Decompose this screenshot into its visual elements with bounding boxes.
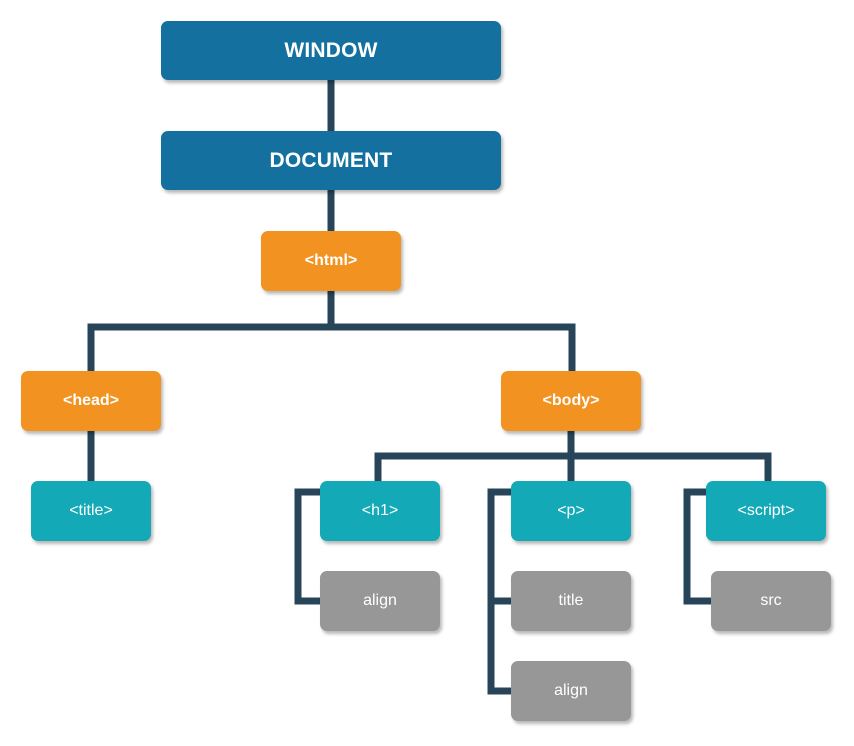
script-node: <script> — [706, 481, 826, 541]
p-align-attribute: align — [511, 661, 631, 721]
connector-html-head-body — [87, 290, 576, 371]
connector-p-attributes — [487, 488, 512, 695]
document-node: DOCUMENT — [161, 131, 501, 190]
html-node: <html> — [261, 231, 401, 291]
title-element-node: <title> — [31, 481, 151, 541]
h1-align-attribute: align — [320, 571, 440, 631]
p-title-attribute: title — [511, 571, 631, 631]
window-node: WINDOW — [161, 21, 501, 80]
connector-h1-attributes — [294, 488, 322, 605]
connector-body-children — [374, 430, 772, 482]
body-node: <body> — [501, 371, 641, 431]
head-node: <head> — [21, 371, 161, 431]
p-node: <p> — [511, 481, 631, 541]
connector-group — [87, 79, 772, 695]
script-src-attribute: src — [711, 571, 831, 631]
h1-node: <h1> — [320, 481, 440, 541]
connector-script-attributes — [683, 488, 712, 605]
